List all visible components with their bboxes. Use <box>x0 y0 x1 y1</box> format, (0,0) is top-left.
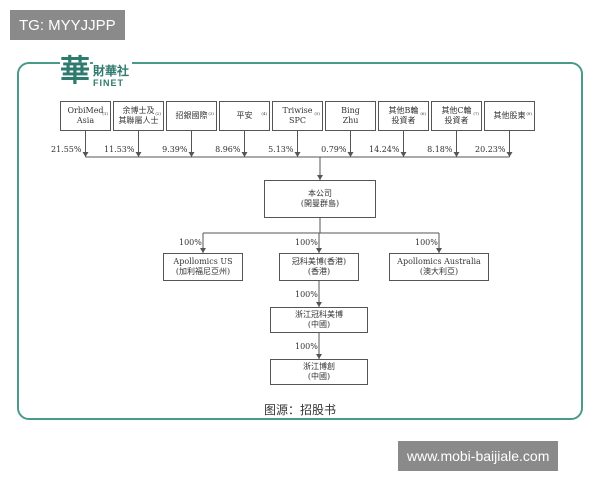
shareholder-arrow <box>82 152 89 157</box>
shareholder-box-line: OrbiMed Asia <box>67 106 104 125</box>
chain-box-line: (中國) <box>307 320 331 329</box>
subsidiary-box-line: Apollomics US <box>173 257 233 266</box>
shareholder-pct: 5.13% <box>268 145 294 154</box>
subsidiary-box: Apollomics Australia(澳大利亞) <box>389 253 489 281</box>
shareholder-pct: 21.55% <box>50 145 82 154</box>
shareholder-box-line: 余博士及 <box>122 106 155 115</box>
shareholder-box: 其他C輪投資者 (7) <box>431 101 482 131</box>
shareholder-box-line: 其他B輪 <box>388 106 419 115</box>
site-watermark: www.mobi-baijiale.com <box>398 441 559 471</box>
chain-box-line: (中國) <box>307 372 331 381</box>
shareholder-arrow <box>241 152 248 157</box>
shareholder-box-footnote: (7) <box>473 111 479 116</box>
chain-arrow <box>316 354 322 359</box>
shareholder-box-footnote: (1) <box>102 111 108 116</box>
shareholder-box: 其他B輪投資者 (6) <box>378 101 429 131</box>
shareholder-box-footnote: (6) <box>420 111 426 116</box>
logo-sub-text: FINET <box>93 78 124 88</box>
shareholder-arrow <box>453 152 460 157</box>
chain-pct: 100% <box>295 342 318 351</box>
shareholder-box-line: Zhu <box>342 116 359 125</box>
shareholder-pct: 9.39% <box>162 145 188 154</box>
shareholder-arrow <box>135 152 142 157</box>
company-box: 本公司(開曼群島) <box>264 180 376 218</box>
subsidiary-pct: 100% <box>295 238 318 247</box>
subsidiary-arrow <box>200 248 206 253</box>
shareholder-box-footnote: (5) <box>314 111 320 116</box>
subsidiary-box-line: (澳大利亞) <box>419 267 459 276</box>
subsidiary-box: 冠科美博(香港)(香港) <box>279 253 359 281</box>
subsidiary-pct: 100% <box>415 238 438 247</box>
shareholder-box-line: 其他C輪 <box>441 106 472 115</box>
company-box-line: (開曼群島) <box>300 199 340 208</box>
shareholder-arrow <box>347 152 354 157</box>
shareholder-box: Triwise SPC(5) <box>272 101 323 131</box>
shareholder-box-line: 平安 <box>236 111 253 120</box>
shareholder-arrow <box>294 152 301 157</box>
subsidiary-box-line: (香港) <box>307 267 331 276</box>
logo-backdrop <box>60 56 90 90</box>
shareholder-pct: 14.24% <box>368 145 400 154</box>
logo-brand-text: 財華社 <box>93 62 133 79</box>
shareholder-arrow <box>506 152 513 157</box>
shareholder-box-line: Triwise SPC <box>282 106 313 125</box>
chain-box: 浙江博創(中國) <box>270 359 368 385</box>
shareholder-box-footnote: (4) <box>261 111 267 116</box>
shareholder-pct: 8.96% <box>215 145 241 154</box>
chain-box-line: 浙江冠科美博 <box>295 310 343 319</box>
shareholder-box-footnote: (3) <box>208 111 214 116</box>
subsidiary-arrow <box>436 248 442 253</box>
subsidiary-arrow <box>316 248 322 253</box>
tg-watermark: TG: MYYJJPP <box>10 10 125 40</box>
shareholder-box-line: 投資者 <box>391 116 416 125</box>
chain-box-line: 浙江博創 <box>303 362 335 371</box>
subsidiary-box-line: Apollomics Australia <box>397 257 481 266</box>
shareholder-arrow <box>400 152 407 157</box>
shareholder-box-line: 其聯屬人士 <box>118 116 159 125</box>
shareholder-box: 平安 (4) <box>219 101 270 131</box>
finet-logo-icon: 華 <box>60 54 90 89</box>
shareholder-box-footnote: (8) <box>526 111 532 116</box>
shareholder-box: 招銀國際(3) <box>166 101 217 131</box>
shareholder-box-footnote: (2) <box>155 111 161 116</box>
subsidiary-box: Apollomics US(加利福尼亞州) <box>163 253 243 281</box>
shareholder-pct: 0.79% <box>321 145 347 154</box>
chain-pct: 100% <box>295 290 318 299</box>
shareholder-box-line: 招銀國際 <box>175 111 208 120</box>
shareholder-arrow <box>188 152 195 157</box>
shareholder-box: OrbiMed Asia(1) <box>60 101 111 131</box>
shareholder-box-line: 投資者 <box>444 116 469 125</box>
shareholder-pct: 11.53% <box>103 145 135 154</box>
shareholder-box-line: 其他股東 <box>493 111 526 120</box>
shareholder-box: 余博士及其聯屬人士(2) <box>113 101 164 131</box>
company-box-line: 本公司 <box>308 189 332 198</box>
source-caption: 图源：招股书 <box>263 403 336 417</box>
company-arrow <box>317 175 323 180</box>
subsidiary-box-line: 冠科美博(香港) <box>291 257 347 266</box>
subsidiary-box-line: (加利福尼亞州) <box>175 267 231 276</box>
chain-box: 浙江冠科美博(中國) <box>270 307 368 333</box>
shareholder-box-line: Bing <box>341 106 360 115</box>
shareholder-pct: 8.18% <box>427 145 453 154</box>
subsidiary-pct: 100% <box>179 238 202 247</box>
chain-arrow <box>316 302 322 307</box>
shareholder-pct: 20.23% <box>474 145 506 154</box>
shareholder-box: 其他股東(8) <box>484 101 535 131</box>
